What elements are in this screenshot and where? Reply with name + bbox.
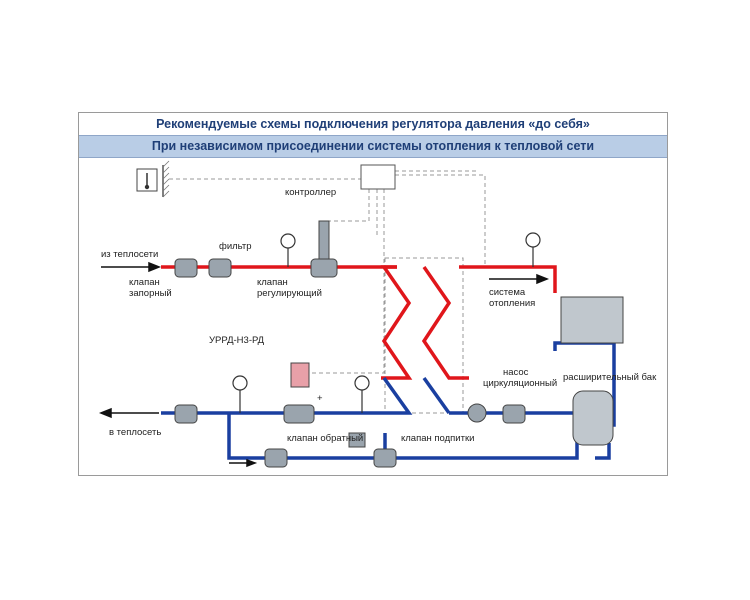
heating-system-label-2: отопления — [489, 298, 535, 309]
signal-lines — [169, 170, 486, 414]
control-valve-label-2: регулирующий — [257, 288, 322, 299]
heating-system-label-1: система — [489, 287, 526, 298]
controller: контроллер — [285, 164, 396, 198]
radiator — [560, 296, 624, 344]
control-valve-label-1: клапан — [257, 277, 288, 288]
connection-scheme: контроллер — [98, 160, 657, 468]
plus-label: + — [317, 393, 323, 404]
check-valve-label: клапан обратный — [287, 433, 363, 444]
makeup-valve-actuator — [348, 432, 366, 448]
diagram-title: Рекомендуемые схемы подключения регулято… — [79, 113, 667, 135]
expansion-tank-label: расширительный бак — [563, 372, 657, 383]
check-valve — [264, 448, 288, 468]
shutoff-valve-return — [174, 404, 198, 424]
shutoff-valve-supply — [174, 258, 198, 278]
component-labels: из теплосети фильтр клапан запорный клап… — [101, 241, 657, 444]
outdoor-sensor — [136, 160, 170, 198]
pump-label-1: насос — [503, 367, 529, 378]
valves — [174, 220, 624, 468]
circulation-pump — [467, 403, 487, 423]
control-valve — [310, 258, 338, 278]
diagram-subtitle: При независимом присоединении системы от… — [79, 135, 667, 158]
makeup-valve — [373, 448, 397, 468]
supply-pipe — [161, 265, 557, 380]
makeup-valve-label: клапан подпитки — [401, 433, 474, 444]
return-pipe — [161, 341, 616, 460]
control-valve-actuator — [318, 220, 330, 260]
regulator-body — [283, 404, 315, 424]
return-filter — [502, 404, 526, 424]
controller-label: контроллер — [285, 187, 336, 198]
diagram-frame: Рекомендуемые схемы подключения регулято… — [78, 112, 668, 476]
from-network-label: из теплосети — [101, 249, 158, 260]
pump-label-2: циркуляционный — [483, 378, 557, 389]
flow-arrows — [98, 261, 550, 468]
filter-body — [208, 258, 232, 278]
to-network-label: в теплосеть — [109, 427, 161, 438]
shutoff-valve-label-2: запорный — [129, 288, 172, 299]
shutoff-valve-label-1: клапан — [129, 277, 160, 288]
filter-label: фильтр — [219, 241, 252, 252]
expansion-tank — [572, 390, 614, 446]
regulator-spring — [290, 362, 310, 388]
pressure-gauges — [232, 232, 541, 413]
regulator-label: УРРД-Н3-РД — [209, 335, 265, 346]
